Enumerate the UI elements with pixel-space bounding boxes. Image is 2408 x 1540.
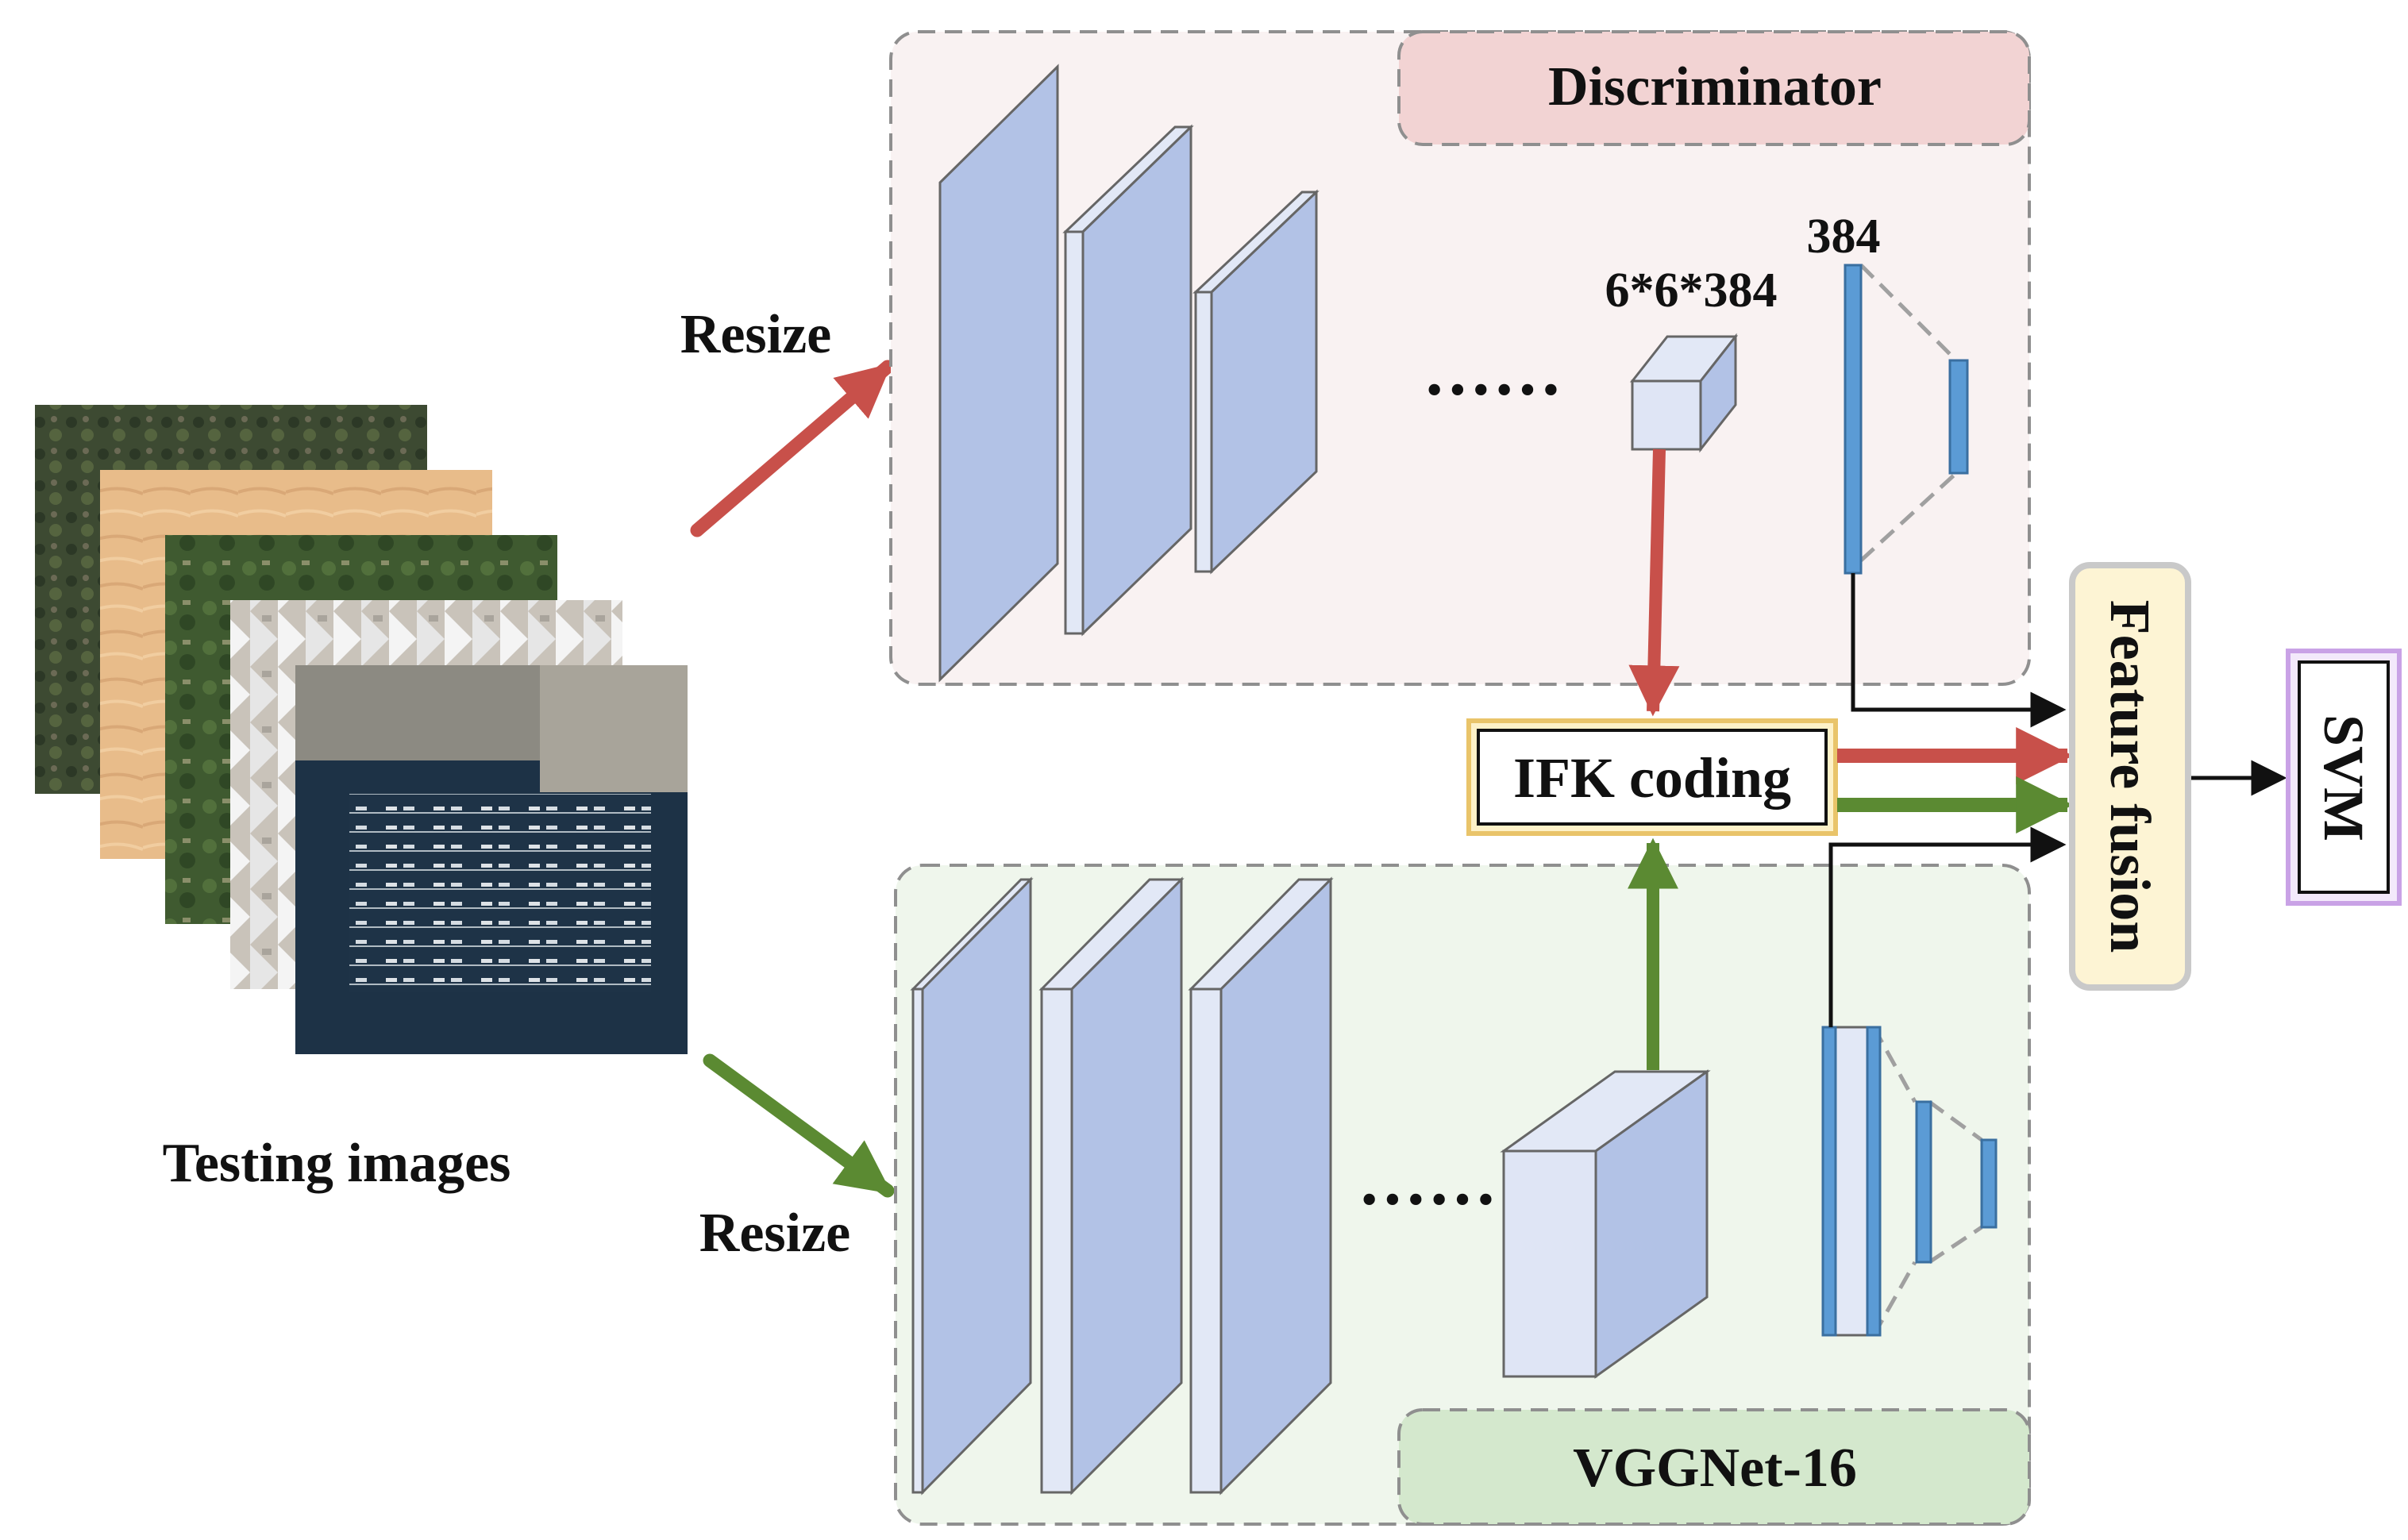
testing-images-label: Testing images (163, 1133, 511, 1194)
resize-label-top: Resize (680, 304, 831, 365)
vggnet-fc-4 (1980, 1138, 1998, 1229)
vggnet-conv-layer-2 (1038, 876, 1185, 1496)
discriminator-label: Discriminator (1548, 56, 1882, 117)
svm-box: SVM (2286, 649, 2402, 906)
discriminator-fc-out (1948, 359, 1969, 475)
cube-dimension-label: 6*6*384 (1605, 264, 1778, 318)
vggnet-fc-3 (1915, 1100, 1932, 1264)
aerial-image-harbor (295, 665, 688, 1054)
discriminator-fc-to-fusion-connector (1851, 573, 2067, 728)
svm-label: SVM (2312, 714, 2375, 841)
vggnet-conv-layer-1 (910, 876, 1034, 1496)
resize-arrow-bottom (703, 1053, 895, 1198)
feature-fusion-box: Feature fusion (2069, 562, 2191, 991)
discriminator-ellipsis: ······ (1423, 352, 1562, 429)
resize-label-bottom: Resize (699, 1203, 850, 1264)
discriminator-fc-layers (1844, 264, 1969, 575)
ifk-coding-box: IFK coding (1466, 718, 1838, 836)
discriminator-fc-384 (1844, 264, 1863, 575)
vggnet-fc-to-fusion-connector (1828, 826, 2067, 1027)
discriminator-conv-layer-2 (1062, 124, 1194, 637)
testing-images-stack (35, 405, 688, 1054)
vggnet-tag (1397, 1408, 2031, 1526)
ifk-coding-label: IFK coding (1513, 746, 1791, 810)
vggnet-label: VGGNet-16 (1573, 1438, 1857, 1499)
discriminator-tag (1397, 30, 2031, 146)
discriminator-conv-layer-3 (1192, 189, 1320, 575)
feature-fusion-label: Feature fusion (2098, 600, 2162, 953)
fc-dimension-label: 384 (1807, 210, 1881, 264)
discriminator-conv-layer-1 (938, 64, 1059, 683)
vggnet-feature-cube (1500, 1069, 1711, 1379)
vggnet-panel: VGGNet-16 ······ (894, 864, 2031, 1526)
vggnet-ellipsis: ······ (1358, 1161, 1497, 1238)
vggnet-fc-layers (1821, 1026, 1998, 1337)
resize-arrow-top (690, 360, 895, 537)
vggnet-fc-2 (1866, 1026, 1882, 1337)
cube-to-ifk-arrow (1628, 449, 1680, 717)
discriminator-panel: Discriminator ······ 6*6*384 (889, 30, 2031, 686)
discriminator-feature-cube (1629, 333, 1739, 453)
vggnet-conv-layer-3 (1188, 876, 1334, 1496)
